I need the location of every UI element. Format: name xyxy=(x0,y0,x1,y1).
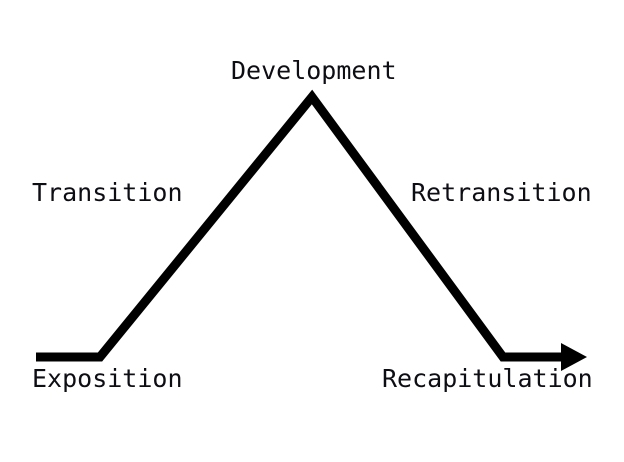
arrow-head-icon xyxy=(561,343,587,371)
label-recapitulation: Recapitulation xyxy=(382,364,593,393)
label-exposition: Exposition xyxy=(32,364,183,393)
label-development: Development xyxy=(231,56,397,85)
label-transition: Transition xyxy=(32,178,183,207)
label-retransition: Retransition xyxy=(411,178,592,207)
arch-polyline xyxy=(36,89,561,362)
